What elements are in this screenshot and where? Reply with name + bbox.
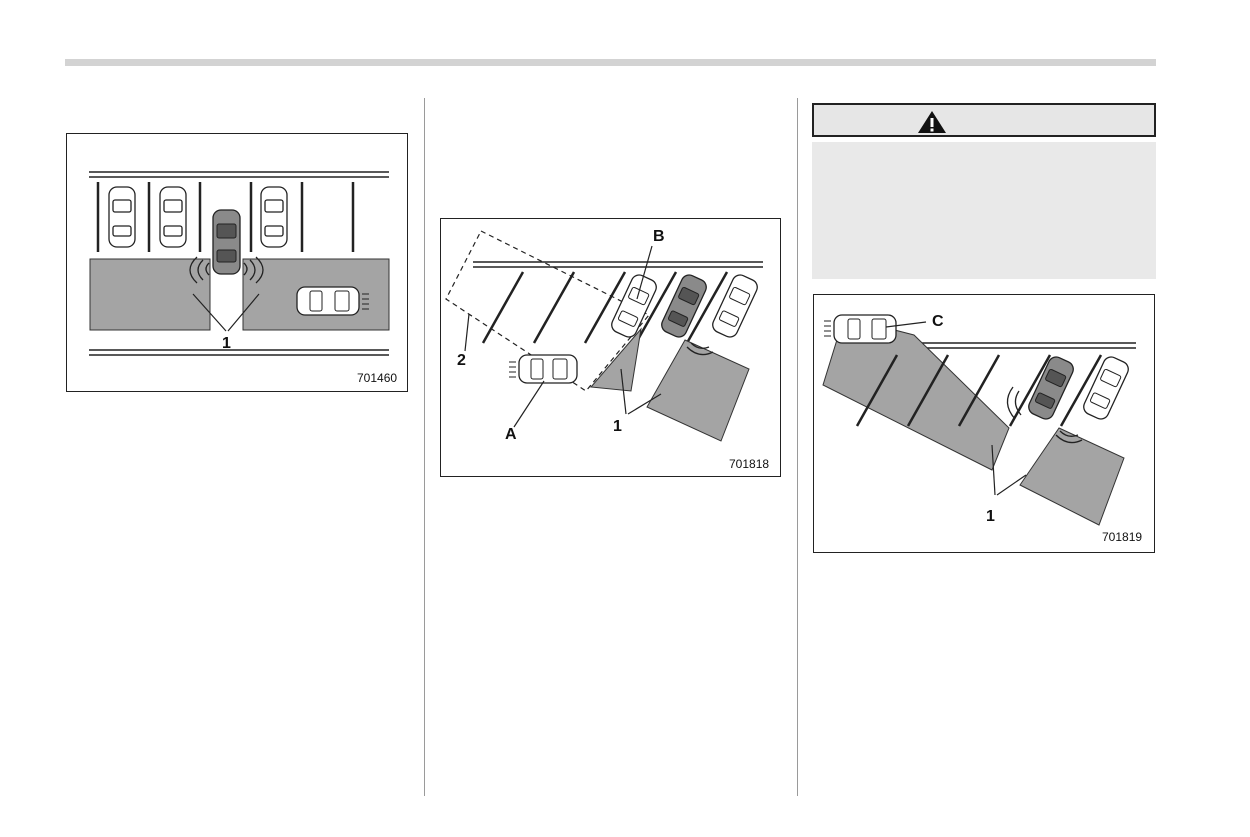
column-divider-right — [797, 98, 798, 796]
parking-diagram-3 — [822, 314, 1136, 526]
figure-701460: 1 701460 — [66, 133, 408, 392]
zone-label-1: 1 — [986, 508, 995, 525]
zone-label-1: 1 — [222, 335, 231, 352]
parking-diagram-1 — [89, 171, 390, 356]
warning-body — [812, 142, 1156, 279]
figure-701818: B 2 A 1 701818 — [440, 218, 781, 477]
warning-triangle-icon — [918, 111, 946, 133]
figure-number: 701818 — [729, 457, 770, 471]
vehicle-label-c: C — [932, 313, 944, 330]
warning-header — [812, 103, 1156, 137]
parking-diagram-2 — [445, 230, 763, 442]
figure-number: 701819 — [1102, 530, 1143, 544]
figure-701819: C 1 701819 — [813, 294, 1155, 553]
path-label-2: 2 — [457, 352, 466, 369]
zone-label-1: 1 — [613, 418, 622, 435]
vehicle-label-b: B — [653, 228, 665, 245]
header-rule — [65, 59, 1156, 66]
column-divider-left — [424, 98, 425, 796]
figure-number: 701460 — [357, 371, 398, 385]
vehicle-label-a: A — [505, 426, 517, 443]
